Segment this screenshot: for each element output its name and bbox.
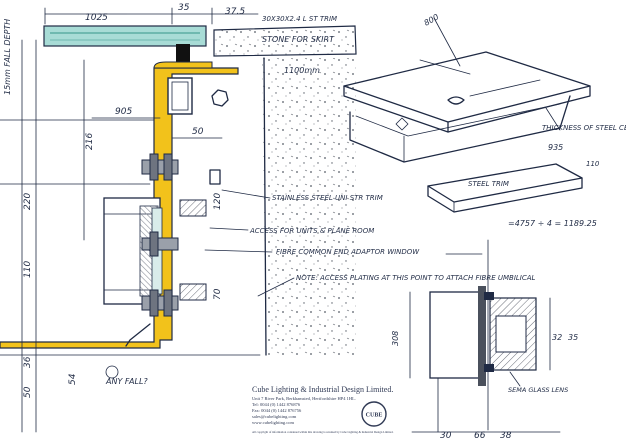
title-block: Cube Lighting & Industrial Design Limite… [252,385,394,434]
iso-plate-edge-right [447,85,591,133]
dim-120: 120 [213,193,223,210]
dim-35b: 35 [568,333,578,342]
iso-channel-inner [355,103,561,137]
dim-35: 35 [178,3,190,13]
iso-top-plate [343,51,591,123]
section-clip-bottom [484,364,494,372]
wall-face [263,57,267,356]
company-name: Cube Lighting & Industrial Design Limite… [252,385,393,394]
iso-marker [395,117,409,131]
label-thickness: THICKNESS OF STEEL CENTRE PARTITION ? [542,124,626,132]
iso-leader [419,59,471,75]
dim-38: 38 [500,431,512,441]
dim-308: 308 [391,331,400,346]
dim-905: 905 [115,107,132,117]
dim-54: 54 [68,373,78,385]
company-address: Unit 7 River Park, Berkhamsted, Hertford… [252,396,356,402]
dim-375: 37.5 [225,7,245,17]
fall-marker [105,365,119,379]
label-fibre: FIBRE COMMON END ADAPTOR WINDOW [276,248,420,256]
bolt-middle [141,231,179,257]
label-stone: STONE FOR SKIRT [262,35,335,44]
concrete-wall [262,58,356,355]
label-fall: ANY FALL? [105,377,148,386]
isometric-detail: 800 THICKNESS OF STEEL CENTRE PARTITION … [343,12,626,228]
clamp-block-upper [179,199,207,217]
clamp-block-lower [179,283,207,301]
leader-glass [509,371,521,387]
company-web: www.cubelighting.com [252,420,294,425]
black-gasket [176,44,190,62]
label-190: 1100mm [284,66,320,75]
hook-bracket [125,323,151,347]
dim-32: 32 [552,333,562,342]
label-note: NOTE: ACCESS PLATING AT THIS POINT TO AT… [296,274,536,282]
label-30x30: 30X30X2.4 L ST TRIM [262,15,337,23]
label-glass: SEMA GLASS LENS [508,386,568,394]
dim-110: 110 [23,261,33,278]
iso-plate-edge [343,85,449,133]
leader-stainless [221,189,271,199]
dim-110b: 110 [586,160,600,168]
dim-30: 30 [440,431,452,441]
section-lens-core [495,315,527,353]
dim-220: 220 [23,193,33,210]
section-wall [478,286,486,386]
leader-access [209,227,249,231]
glass-panel [43,25,207,47]
bottom-right-section: 308 32 35 SEMA GLASS LENS 30 66 38 [391,239,578,441]
copyright-note: All copyright of information contained w… [252,430,394,434]
dim-70: 70 [213,288,223,300]
dim-line-800 [433,17,461,67]
wall-nut [209,169,221,185]
bolt-upper [141,153,179,181]
cube-logo [361,401,387,427]
label-vertical: 15mm FALL DEPTH [3,19,12,95]
leader-fibre [204,249,273,253]
left-section-detail: 1025 35 37.5 30X30X2.4 L ST TRIM STONE F… [0,3,536,433]
dim-36: 36 [23,356,33,368]
company-email: sales@cubelighting.com [252,414,297,419]
label-access: ACCESS FOR UNITS & PLANE ROOM [249,227,374,235]
label-stainless: STAINLESS STEEL UNI STR TRIM [272,194,383,202]
section-clip-top [484,292,494,300]
stone-skirt-block [213,25,357,57]
equation: =4757 ÷ 4 = 1189.25 [508,219,597,228]
leader-note [257,277,295,297]
dim-935: 935 [548,143,563,152]
bolt-lower [141,289,179,317]
label-steel-trim: STEEL TRIM [468,180,509,188]
dim-216: 216 [85,133,95,150]
company-fax: Fax: 0044 (0) 1442 876756 [252,408,302,413]
iso-rail [469,79,541,97]
dim-50-top: 50 [192,127,204,137]
hex-nut [211,89,229,107]
cube-logo-text: CUBE [366,413,383,419]
leader-thickness [545,107,561,131]
section-housing [429,291,483,379]
dim-66: 66 [474,431,486,441]
dim-50: 50 [23,386,33,398]
yellow-steel-top [153,61,213,69]
dim-1025: 1025 [85,13,108,23]
box-section-inner [171,81,189,111]
company-tel: Tel: 0044 (0) 1442 876876 [252,402,301,407]
iso-fixing [447,96,465,105]
